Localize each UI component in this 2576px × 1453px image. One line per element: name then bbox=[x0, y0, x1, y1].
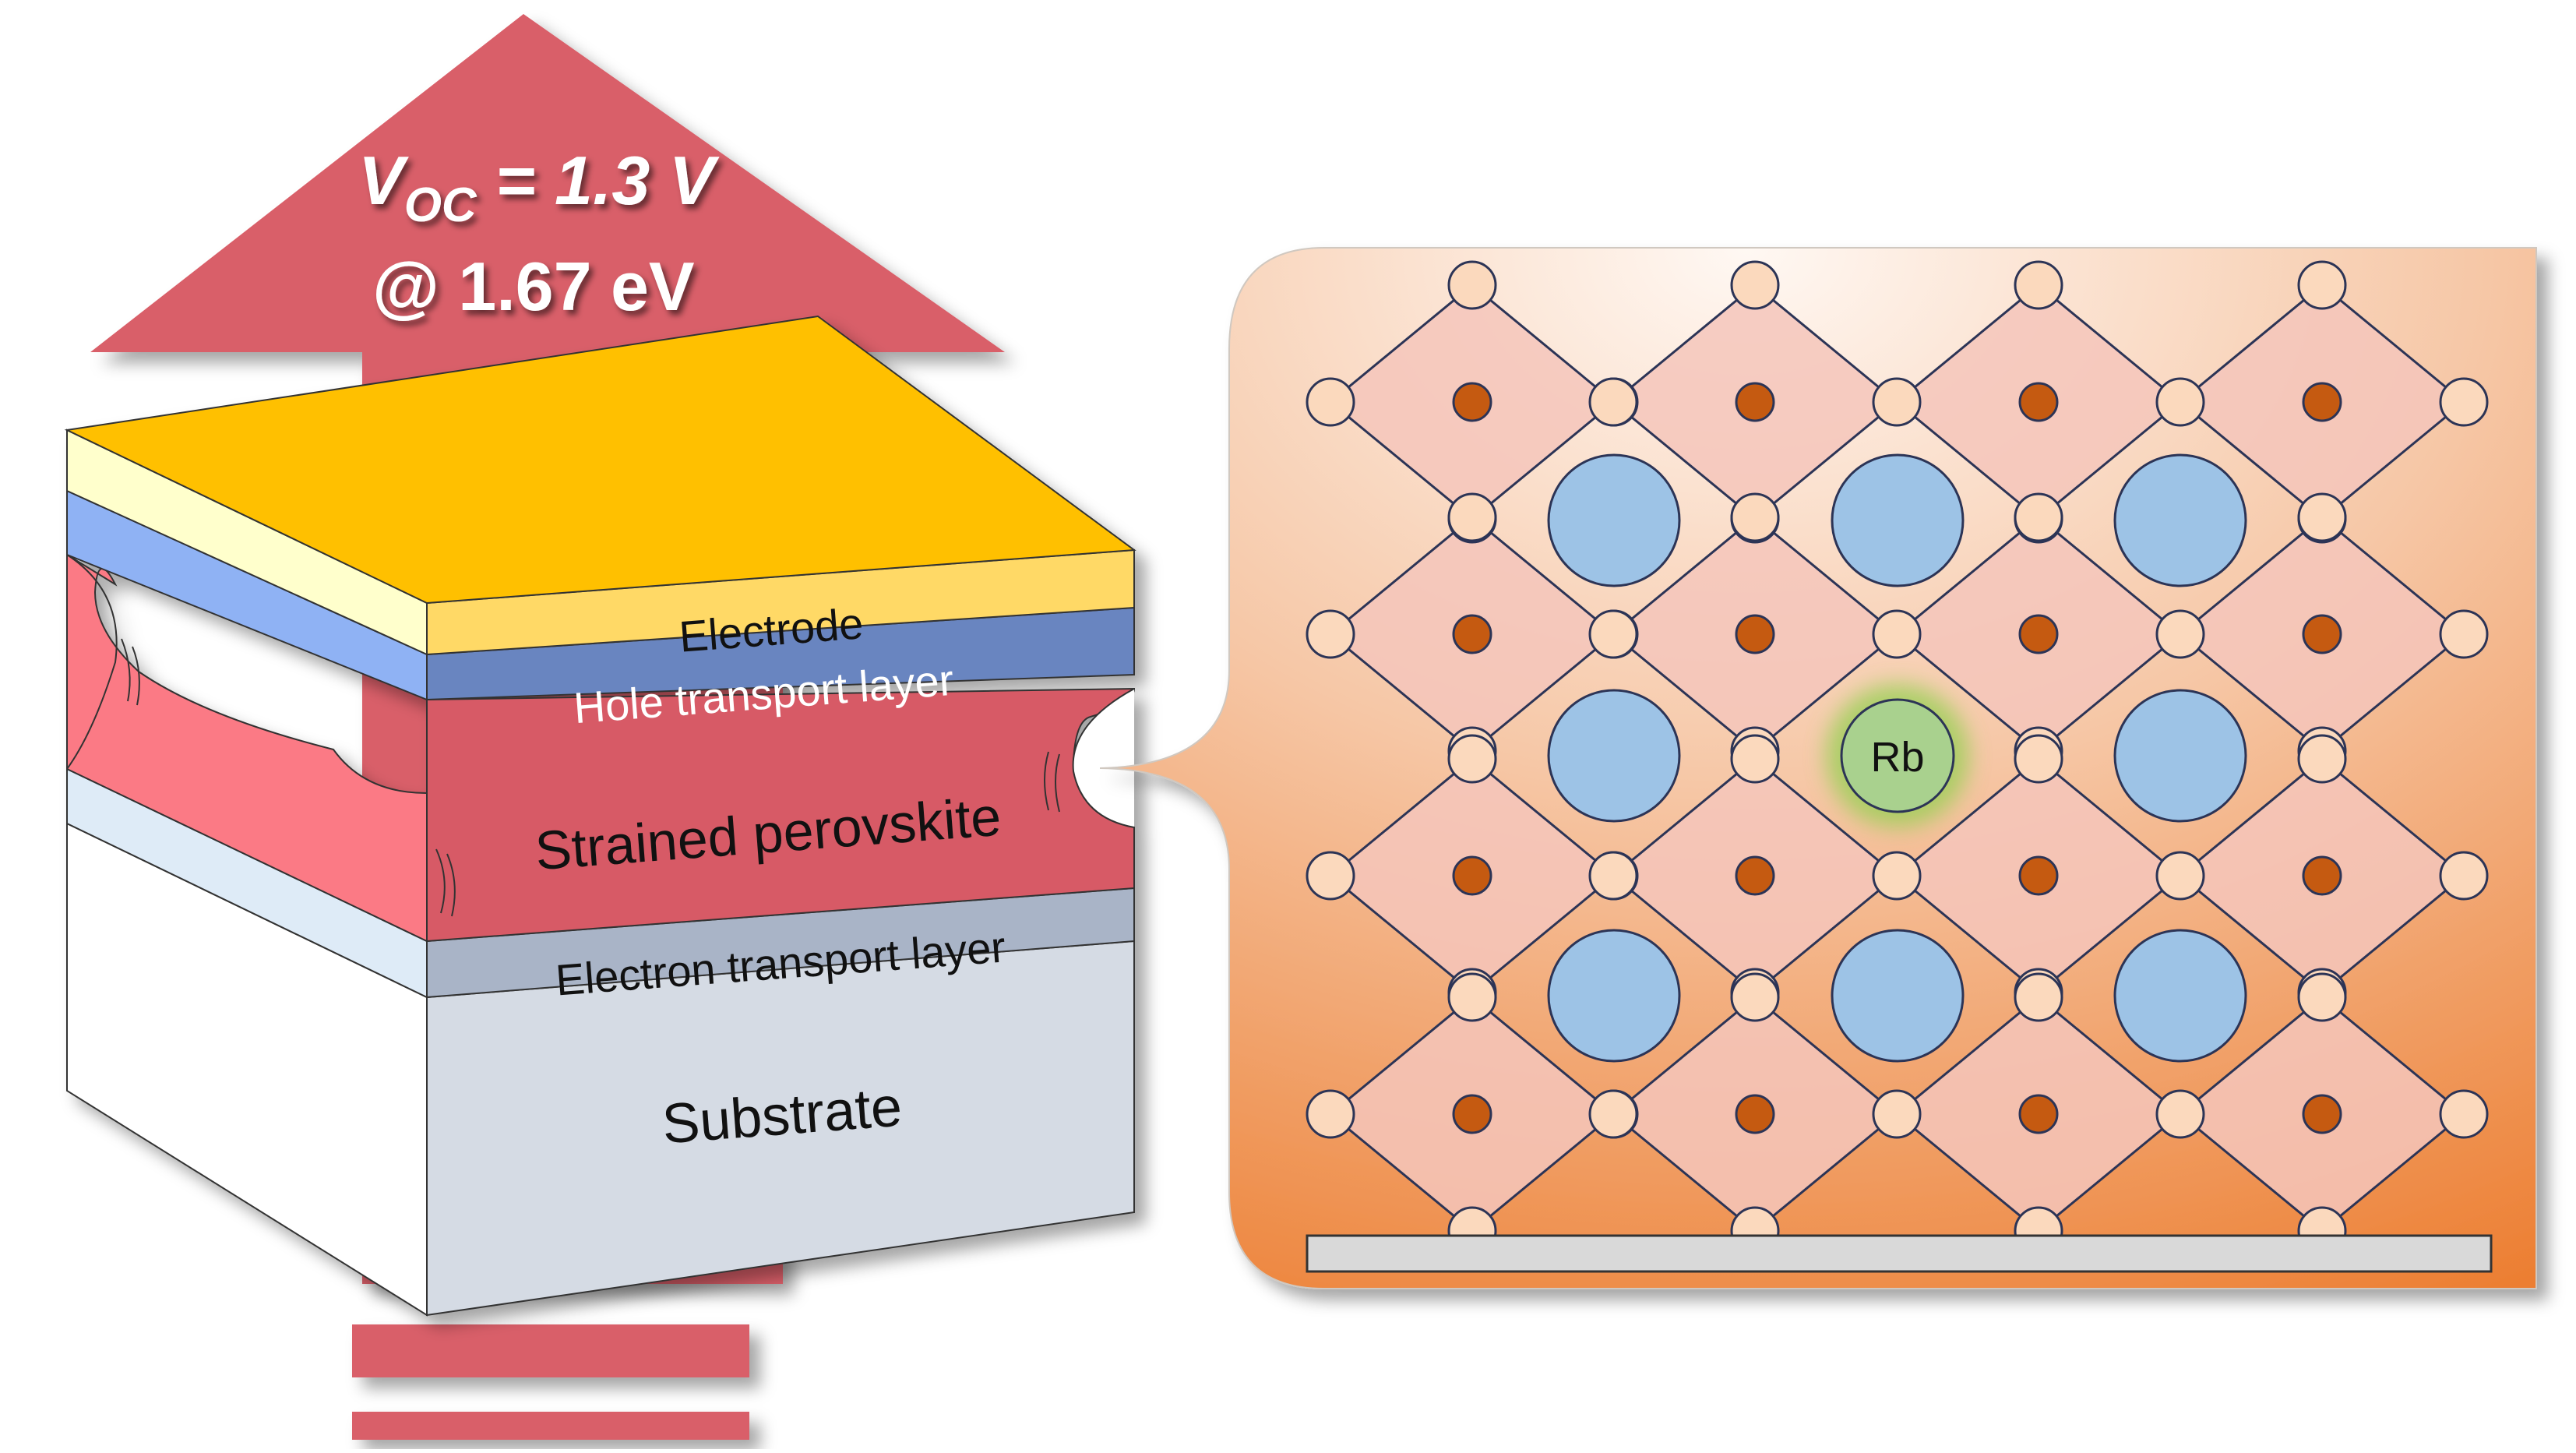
anion bbox=[1447, 734, 1497, 784]
anion bbox=[2014, 492, 2063, 542]
anion bbox=[2155, 1089, 2205, 1139]
a-site-cation bbox=[1547, 929, 1681, 1063]
b-site-cation bbox=[2018, 382, 2059, 422]
anion bbox=[1306, 1089, 1355, 1139]
b-site-cation bbox=[1452, 382, 1492, 422]
bandgap-label: @ 1.67 eV bbox=[372, 248, 695, 325]
anion bbox=[2155, 851, 2205, 901]
b-site-cation bbox=[1452, 614, 1492, 654]
anion bbox=[1306, 377, 1355, 427]
anion bbox=[2439, 609, 2489, 659]
a-site-cation bbox=[1831, 453, 1965, 587]
voc-value: = 1.3 V bbox=[477, 142, 720, 219]
anion bbox=[1730, 972, 1780, 1022]
perovskite-concave-left bbox=[66, 554, 118, 770]
anion bbox=[1306, 851, 1355, 901]
b-site-cation bbox=[1735, 614, 1775, 654]
anion bbox=[1872, 851, 1922, 901]
device-stack bbox=[64, 315, 1136, 1317]
b-site-cation bbox=[1452, 855, 1492, 896]
anion bbox=[2297, 492, 2347, 542]
b-site-cation bbox=[2302, 614, 2342, 654]
anion bbox=[1730, 492, 1780, 542]
anion bbox=[2155, 609, 2205, 659]
rb-label: Rb bbox=[1870, 734, 1924, 781]
anion bbox=[2439, 1089, 2489, 1139]
a-site-cation bbox=[2113, 453, 2247, 587]
anion bbox=[2439, 851, 2489, 901]
anion bbox=[2439, 377, 2489, 427]
b-site-cation bbox=[1735, 382, 1775, 422]
arrow-stripe-1 bbox=[352, 1324, 749, 1377]
anion bbox=[1872, 377, 1922, 427]
anion bbox=[1730, 260, 1780, 310]
voc-symbol: V bbox=[358, 142, 409, 219]
electrode-top bbox=[64, 315, 1136, 605]
anion bbox=[1447, 972, 1497, 1022]
anion bbox=[2297, 734, 2347, 784]
a-site-cation bbox=[1547, 689, 1681, 823]
perovskite-side bbox=[66, 553, 428, 943]
b-site-cation bbox=[2018, 1094, 2059, 1134]
a-site-cation bbox=[1547, 453, 1681, 587]
anion bbox=[1588, 377, 1638, 427]
b-site-cation bbox=[2018, 614, 2059, 654]
anion bbox=[1872, 609, 1922, 659]
b-site-cation bbox=[1452, 1094, 1492, 1134]
arrow-stripe-2 bbox=[352, 1412, 749, 1440]
b-site-cation bbox=[1735, 1094, 1775, 1134]
anion bbox=[1306, 609, 1355, 659]
rb-dopant bbox=[1840, 698, 1955, 813]
anion bbox=[1447, 260, 1497, 310]
b-site-cation bbox=[2018, 855, 2059, 896]
b-site-cation bbox=[2302, 1094, 2342, 1134]
anion bbox=[2297, 972, 2347, 1022]
anion bbox=[1872, 1089, 1922, 1139]
anion bbox=[1588, 609, 1638, 659]
a-site-cation bbox=[2113, 689, 2247, 823]
anion bbox=[2014, 260, 2063, 310]
anion bbox=[1588, 1089, 1638, 1139]
voc-subscript: OC bbox=[404, 178, 477, 232]
strain-marks bbox=[121, 638, 1060, 917]
voc-label: VOC = 1.3 V bbox=[358, 142, 720, 232]
anion bbox=[2155, 377, 2205, 427]
anion bbox=[2297, 260, 2347, 310]
anion bbox=[2014, 734, 2063, 784]
anion bbox=[2014, 972, 2063, 1022]
anion bbox=[1447, 492, 1497, 542]
anion bbox=[1730, 734, 1780, 784]
lattice-base-bar bbox=[1306, 1234, 2493, 1273]
b-site-cation bbox=[1735, 855, 1775, 896]
anion bbox=[1588, 851, 1638, 901]
a-site-cation bbox=[1831, 929, 1965, 1063]
perovskite-concave-right bbox=[1072, 688, 1135, 828]
a-site-cation bbox=[2113, 929, 2247, 1063]
b-site-cation bbox=[2302, 382, 2342, 422]
perovskite-lattice: Rb bbox=[1306, 260, 2489, 1256]
b-site-cation bbox=[2302, 855, 2342, 896]
